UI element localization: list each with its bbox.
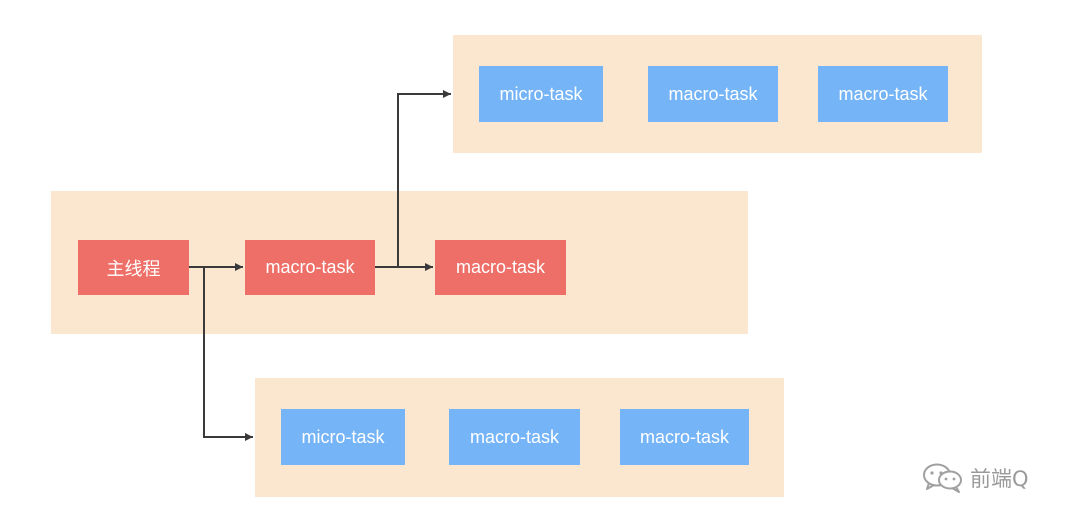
main-thread-node: 主线程	[78, 240, 189, 295]
top-macro-task-node-1: macro-task	[648, 66, 778, 122]
watermark-text: 前端Q	[970, 467, 1029, 491]
bottom-macro-task-node-1: macro-task	[449, 409, 580, 465]
top-macro-task-node-2: macro-task	[818, 66, 948, 122]
main-macro-task-node-1: macro-task	[245, 240, 375, 295]
watermark: 前端Q	[922, 462, 1029, 494]
wechat-icon	[922, 462, 964, 494]
top-micro-task-node: micro-task	[479, 66, 603, 122]
arrow-main-to-bottom-queue	[203, 267, 253, 441]
arrow-macro-to-top-queue	[397, 90, 451, 267]
bottom-micro-task-node: micro-task	[281, 409, 405, 465]
bottom-macro-task-node-2: macro-task	[620, 409, 749, 465]
main-macro-task-node-2: macro-task	[435, 240, 566, 295]
